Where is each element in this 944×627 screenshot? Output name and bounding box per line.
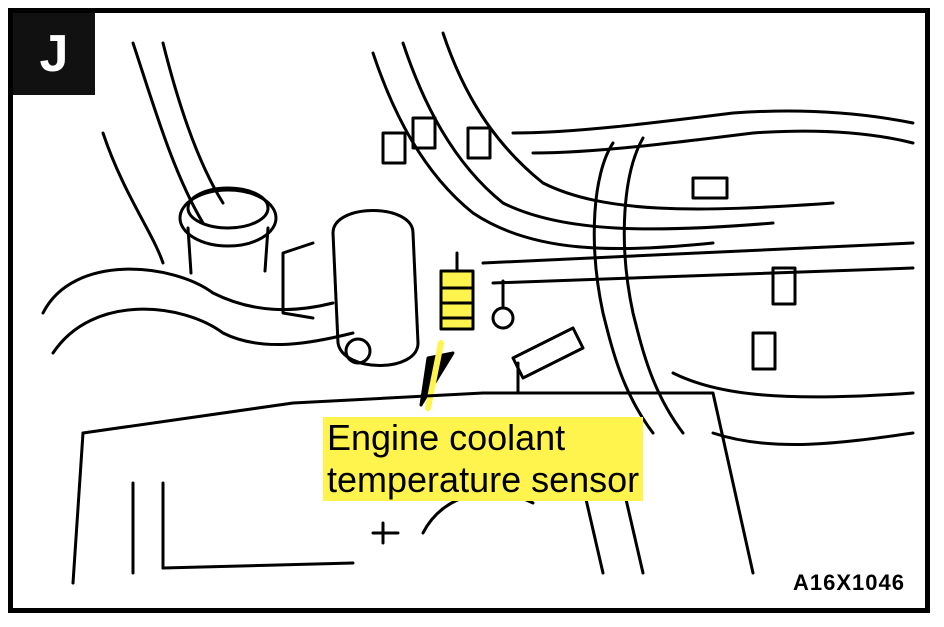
radiator-cap: [178, 188, 278, 248]
callout-line-2: temperature sensor: [323, 459, 644, 501]
callout-line-1: Engine coolant: [323, 417, 644, 459]
radiator-hose: [41, 267, 335, 315]
diagram-frame: J Engine coolant temperature sensor A16X…: [8, 8, 930, 613]
pipe-right: [592, 141, 655, 435]
coolant-temperature-sensor: [439, 251, 475, 331]
figure-code: A16X1046: [793, 570, 905, 595]
thermostat-housing: [331, 209, 420, 367]
engine-line-drawing: [41, 31, 915, 585]
engine-block: [81, 391, 755, 575]
wiring-harness: [371, 51, 715, 251]
sensor-callout-label: Engine coolant temperature sensor: [323, 417, 644, 501]
panel-letter-badge: J: [13, 13, 95, 95]
